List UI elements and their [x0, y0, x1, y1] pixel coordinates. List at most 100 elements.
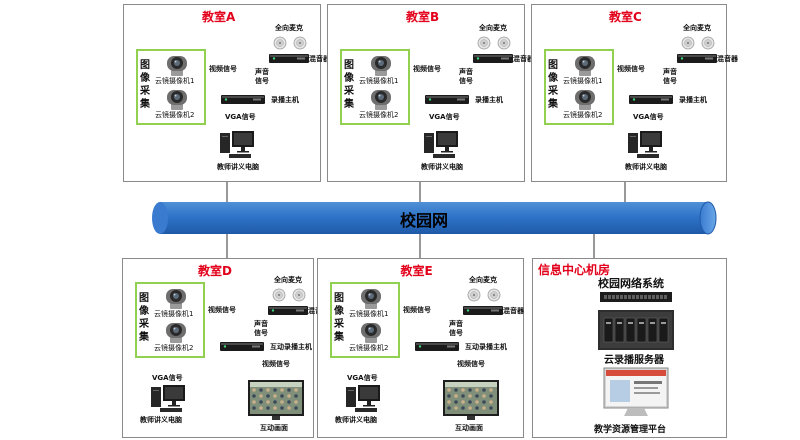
room-c-camera1-icon [575, 56, 595, 76]
room-a-mic-label: 全向麦克 [275, 24, 303, 32]
room-e-vga-label: VGA信号 [347, 374, 378, 382]
room-e-pc-label: 教师讲义电脑 [335, 416, 377, 424]
room-e-camera2-icon [361, 323, 381, 343]
room-d-camera2-label: 云镜摄像机2 [154, 344, 194, 352]
room-a-camera1-label: 云镜摄像机1 [155, 77, 195, 85]
room-d-mixer-icon [268, 306, 308, 315]
room-c-video-signal-label: 视频信号 [617, 65, 645, 73]
room-e-screen-label: 互动画面 [455, 424, 483, 432]
room-e-mixer-icon [463, 306, 503, 315]
room-e-screen-icon [443, 380, 499, 420]
room-c-sound-signal-label-2: 信号 [663, 77, 677, 85]
room-c-mixer-label: 混音器 [717, 55, 738, 63]
room-d-mic-label: 全向麦克 [274, 276, 302, 284]
room-a-vga-label: VGA信号 [225, 113, 256, 121]
room-d-camera1-icon [166, 289, 186, 309]
room-a-host-label: 录播主机 [271, 96, 299, 104]
datacenter-platform-label: 教学资源管理平台 [594, 425, 667, 435]
room-d-host-label: 互动录播主机 [270, 343, 312, 351]
cloud-server-icon [598, 310, 674, 350]
network-switch-icon [600, 292, 672, 302]
room-a-sound-signal-label-1: 声音 [255, 68, 269, 76]
room-a-capture-char: 像 [140, 73, 150, 84]
room-d-sound-signal-label-1: 声音 [254, 320, 268, 328]
room-c-mic-icon-2 [701, 36, 715, 50]
room-a-capture-char: 图 [140, 60, 150, 71]
room-b-mic-icon-2 [497, 36, 511, 50]
room-e-host-label: 互动录播主机 [465, 343, 507, 351]
network-label: 校园网 [400, 211, 449, 230]
room-c-camera1-label: 云镜摄像机1 [563, 77, 603, 85]
room-d-pc-icon [151, 385, 185, 412]
datacenter-server-label: 云录播服务器 [604, 355, 664, 366]
room-b-mic-icon-1 [477, 36, 491, 50]
room-a-title: 教室A [202, 10, 236, 24]
room-a-camera2-icon [167, 90, 187, 110]
room-e-video-signal2-label: 视频信号 [457, 360, 485, 368]
room-d-mic-icon-1 [272, 288, 286, 302]
network-pipe-left-end [152, 202, 168, 234]
room-e-host-icon [415, 342, 459, 351]
room-e-camera1-icon [361, 289, 381, 309]
room-a-pc-label: 教师讲义电脑 [217, 163, 259, 171]
room-c-mixer-icon [677, 54, 717, 63]
room-d-capture-box [135, 282, 205, 358]
room-d-video-signal-label: 视频信号 [208, 306, 236, 314]
room-b-capture-box [340, 49, 410, 125]
network-pipe-right-end [699, 201, 717, 235]
room-b-capture-char: 采 [344, 86, 354, 97]
room-c-capture-box [544, 49, 614, 125]
room-c-camera2-icon [575, 90, 595, 110]
room-e-mic-label: 全向麦克 [469, 276, 497, 284]
room-d-host-icon [220, 342, 264, 351]
room-c-host-icon [629, 95, 673, 104]
room-e-capture-box [330, 282, 400, 358]
room-a-camera1-icon [167, 56, 187, 76]
room-e-video-signal-label: 视频信号 [403, 306, 431, 314]
room-b-host-icon [425, 95, 469, 104]
room-b-mixer-label: 混音器 [513, 55, 534, 63]
room-e-mic-icon-2 [487, 288, 501, 302]
room-e-capture-char: 采 [334, 319, 344, 330]
room-c-mic-icon-1 [681, 36, 695, 50]
room-c-capture-char: 集 [548, 99, 558, 110]
room-b-video-signal-label: 视频信号 [413, 65, 441, 73]
room-c-vga-label: VGA信号 [633, 113, 664, 121]
room-d-capture-char: 像 [139, 306, 149, 317]
room-b-capture-char: 图 [344, 60, 354, 71]
room-c-camera2-label: 云镜摄像机2 [563, 111, 603, 119]
room-c-mic-label: 全向麦克 [683, 24, 711, 32]
room-d-capture-char: 集 [139, 332, 149, 343]
room-a-mic-icon-1 [273, 36, 287, 50]
room-c-capture-char: 采 [548, 86, 558, 97]
room-e-title: 教室E [400, 264, 433, 278]
room-d-pc-label: 教师讲义电脑 [140, 416, 182, 424]
room-d-video-signal2-label: 视频信号 [262, 360, 290, 368]
room-e-pc-icon [346, 385, 380, 412]
room-a-capture-box [136, 49, 206, 125]
room-d-capture-char: 图 [139, 293, 149, 304]
room-c-title: 教室C [609, 10, 642, 24]
room-d-camera1-label: 云镜摄像机1 [154, 310, 194, 318]
room-a-capture-char: 采 [140, 86, 150, 97]
room-b-capture-char: 像 [344, 73, 354, 84]
room-a-host-icon [221, 95, 265, 104]
room-b-vga-label: VGA信号 [429, 113, 460, 121]
room-b-pc-icon [424, 131, 458, 158]
room-e-capture-char: 图 [334, 293, 344, 304]
room-e-mixer-label: 混音器 [503, 307, 524, 315]
room-c-pc-icon [628, 131, 662, 158]
room-d-camera2-icon [166, 323, 186, 343]
room-c-pc-label: 教师讲义电脑 [625, 163, 667, 171]
room-d-sound-signal-label-2: 信号 [254, 329, 268, 337]
room-c-host-label: 录播主机 [679, 96, 707, 104]
room-c-capture-char: 像 [548, 73, 558, 84]
room-b-mic-label: 全向麦克 [479, 24, 507, 32]
room-b-sound-signal-label-2: 信号 [459, 77, 473, 85]
room-b-camera2-label: 云镜摄像机2 [359, 111, 399, 119]
room-e-capture-char: 集 [334, 332, 344, 343]
room-b-title: 教室B [406, 10, 440, 24]
room-d-title: 教室D [198, 264, 232, 278]
network-pipe [160, 202, 708, 234]
